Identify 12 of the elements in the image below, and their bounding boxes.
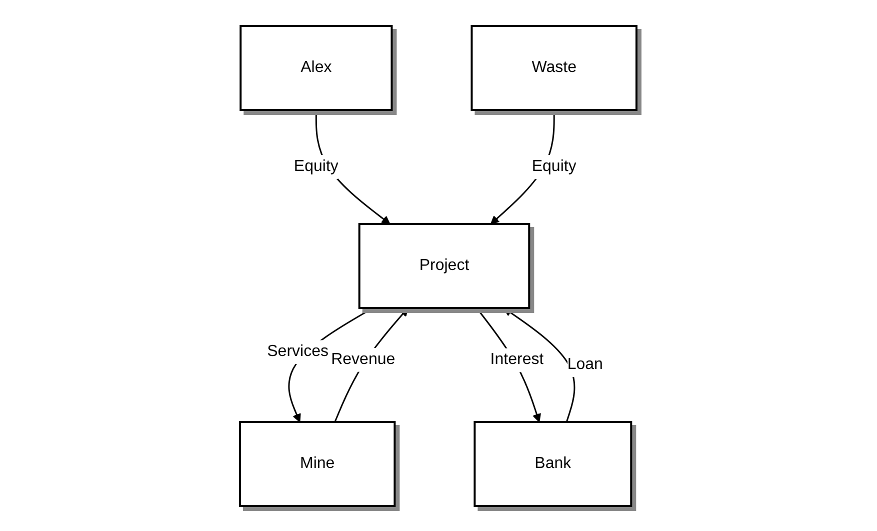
edge-label: Loan xyxy=(568,355,604,372)
node-box: Bank xyxy=(474,420,632,506)
edge-label: Equity xyxy=(294,157,339,174)
edge-label: Revenue xyxy=(331,350,396,368)
node-box: Project xyxy=(358,222,530,308)
node-box: Mine xyxy=(239,420,396,506)
edge-label: Equity xyxy=(532,157,577,174)
edge-label: Interest xyxy=(490,350,544,368)
edge-label: Services xyxy=(267,342,329,360)
node-box: Waste xyxy=(470,24,638,110)
node-box: Alex xyxy=(240,24,393,110)
arrow xyxy=(504,307,576,422)
